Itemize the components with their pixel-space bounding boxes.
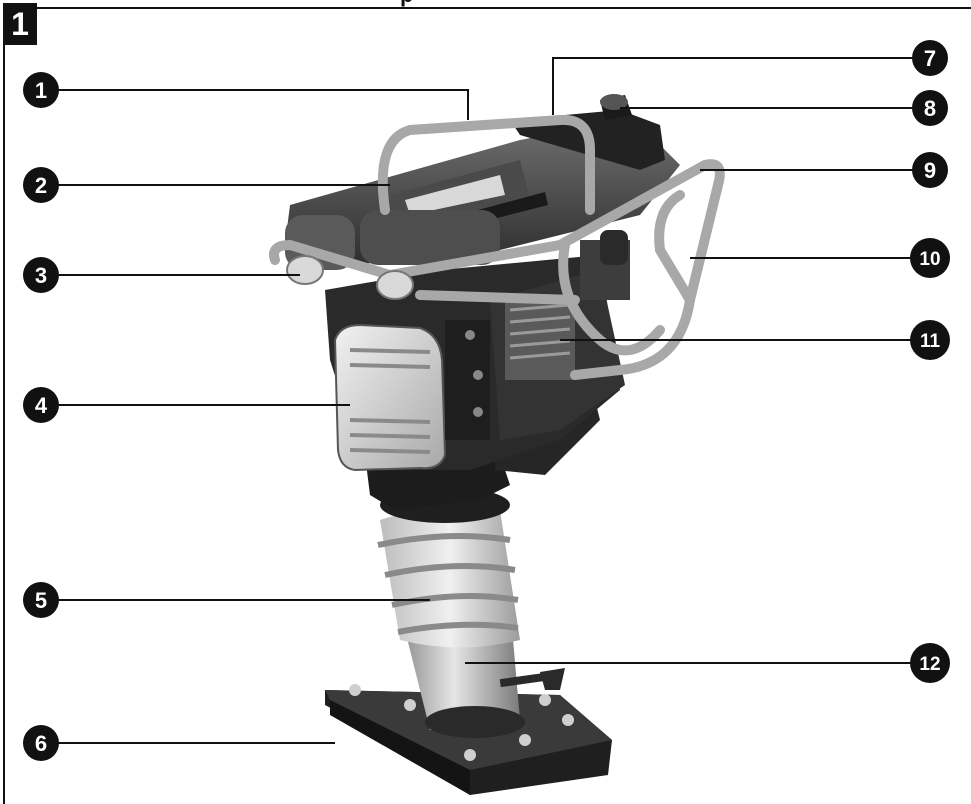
figure-number: 1 [11, 6, 29, 42]
leader-line-7 [552, 57, 913, 115]
figure-number-badge [3, 3, 37, 45]
air-filter-panel [333, 320, 490, 472]
callout-10-label: 10 [919, 249, 940, 270]
leader-line-1 [58, 89, 469, 120]
callout-3-label: 3 [35, 263, 47, 288]
callout-12-label: 12 [919, 654, 940, 675]
left-border-rule [3, 45, 5, 804]
callout-2: 2 [23, 167, 59, 203]
frame-mount-bushings [286, 255, 414, 300]
callout-7-label: 7 [924, 46, 936, 71]
callout-4-label: 4 [35, 393, 48, 418]
bellows-shape [377, 487, 520, 648]
header-rule [37, 7, 971, 9]
callout-9-label: 9 [924, 158, 936, 183]
callout-3: 3 [23, 257, 59, 293]
clipped-title: p [400, 0, 460, 7]
callout-11: 11 [910, 320, 950, 360]
callout-6: 6 [23, 725, 59, 761]
callout-6-label: 6 [35, 731, 47, 756]
callout-12: 12 [910, 643, 950, 683]
callout-9: 9 [912, 152, 948, 188]
callout-1: 1 [23, 72, 59, 108]
callout-5: 5 [23, 582, 59, 618]
callout-4: 4 [23, 387, 59, 423]
callout-8: 8 [912, 90, 948, 126]
callout-1-label: 1 [35, 78, 47, 103]
clipped-title-text: p [400, 0, 413, 7]
base-plate [325, 684, 612, 795]
callout-11-label: 11 [920, 331, 941, 352]
callout-7: 7 [912, 40, 948, 76]
callout-10: 10 [910, 238, 950, 278]
callout-8-label: 8 [924, 96, 936, 121]
callout-5-label: 5 [35, 588, 47, 613]
callout-2-label: 2 [35, 173, 47, 198]
